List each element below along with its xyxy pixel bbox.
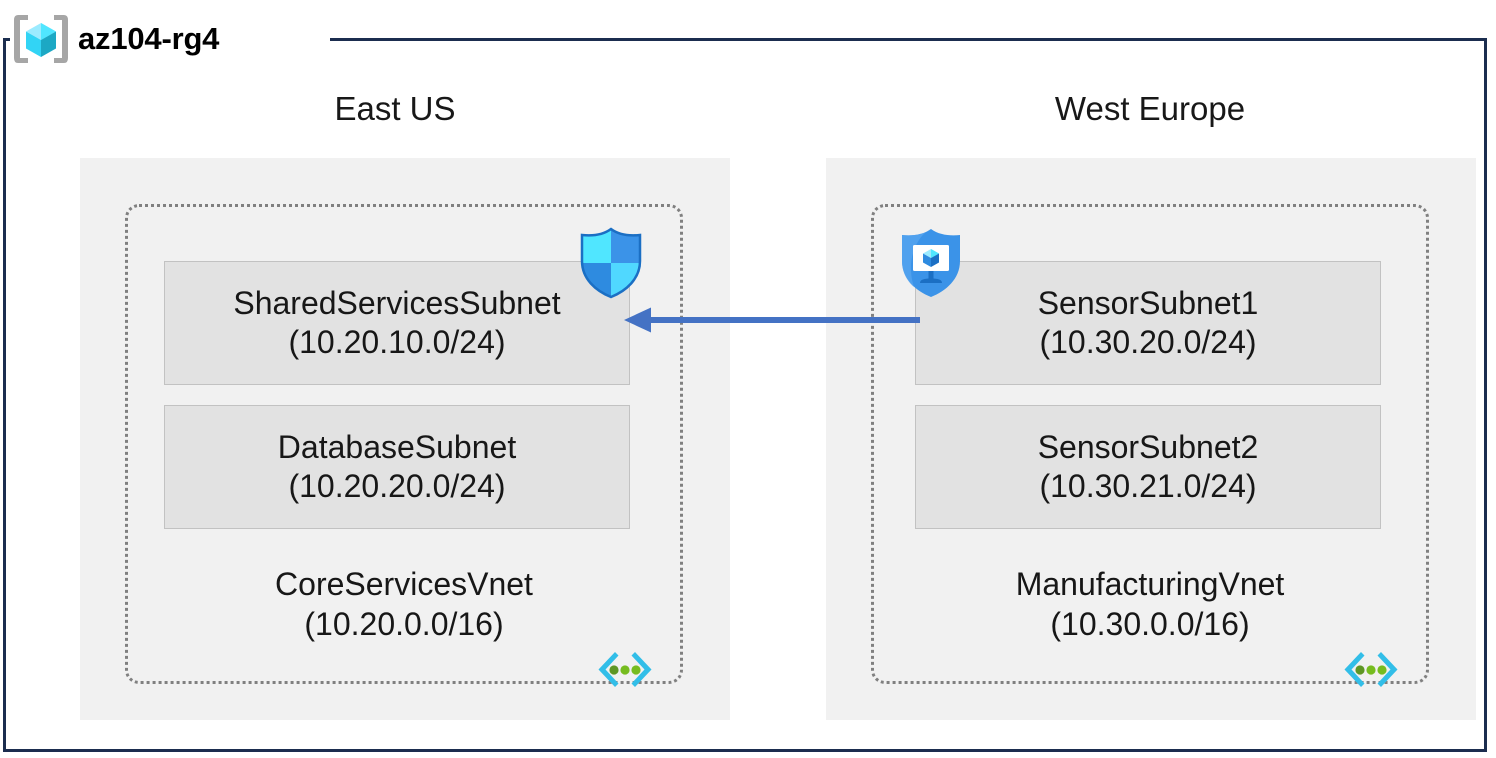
subnet-cidr: (10.30.21.0/24) (1039, 468, 1257, 504)
subnet-name: SensorSubnet2 (1037, 428, 1259, 465)
region-label-east-us: East US (334, 90, 456, 127)
virtual-network-icon[interactable] (594, 648, 656, 692)
resource-group-title: az104-rg4 (12, 8, 219, 70)
vnet-cidr: (10.30.0.0/16) (1050, 605, 1250, 642)
resource-group-frame (3, 38, 1487, 752)
subnet-name: SharedServicesSubnet (233, 284, 561, 321)
vnet-peering-arrow[interactable] (624, 304, 920, 336)
subnet-databasesubnet[interactable]: DatabaseSubnet (10.20.20.0/24) (164, 405, 630, 529)
vnet-container-coreservicesvnet[interactable] (125, 204, 683, 684)
subnet-cidr: (10.20.20.0/24) (288, 468, 506, 504)
virtual-network-icon[interactable] (1340, 648, 1402, 692)
application-security-group-shield-icon[interactable] (898, 227, 964, 299)
resource-group-cube-icon (12, 12, 70, 66)
vnet-name-manufacturingvnet: ManufacturingVnet (10.30.0.0/16) (871, 565, 1429, 644)
subnet-name: DatabaseSubnet (277, 428, 517, 465)
vnet-name-coreservicesvnet: CoreServicesVnet (10.20.0.0/16) (125, 565, 683, 644)
subnet-cidr: (10.20.10.0/24) (288, 324, 506, 360)
vnet-cidr: (10.20.0.0/16) (304, 605, 504, 642)
vnet-name: ManufacturingVnet (1015, 566, 1285, 602)
resource-group-name: az104-rg4 (78, 21, 220, 56)
subnet-sharedservicessubnet[interactable]: SharedServicesSubnet (10.20.10.0/24) (164, 261, 630, 385)
network-security-group-shield-icon[interactable] (578, 227, 644, 299)
subnet-sensorsubnet1[interactable]: SensorSubnet1 (10.30.20.0/24) (915, 261, 1381, 385)
vnet-container-manufacturingvnet[interactable] (871, 204, 1429, 684)
vnet-name: CoreServicesVnet (275, 566, 533, 602)
region-label-west-europe: West Europe (1054, 90, 1246, 127)
subnet-sensorsubnet2[interactable]: SensorSubnet2 (10.30.21.0/24) (915, 405, 1381, 529)
subnet-name: SensorSubnet1 (1037, 284, 1259, 321)
subnet-cidr: (10.30.20.0/24) (1039, 324, 1257, 360)
